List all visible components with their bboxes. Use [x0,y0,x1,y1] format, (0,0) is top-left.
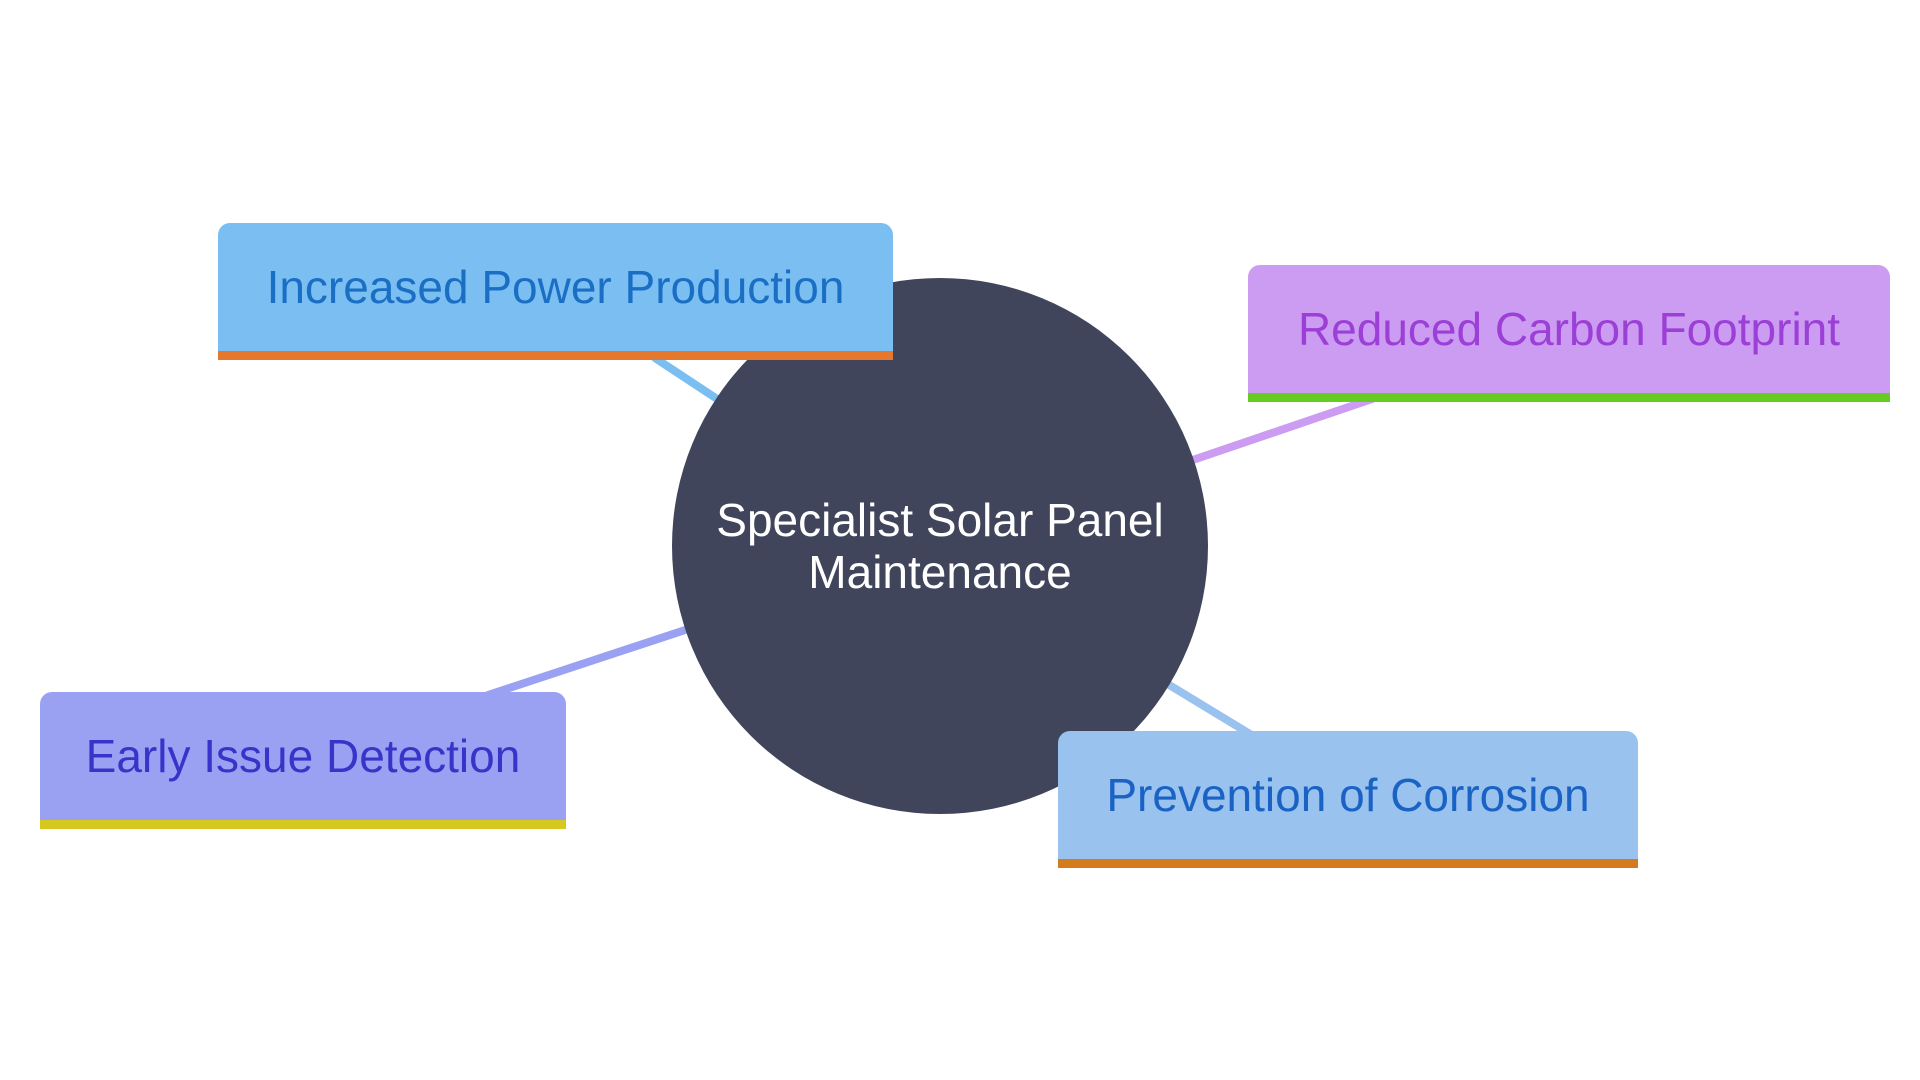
branch-label-power: Increased Power Production [266,261,845,313]
branch-node-corrosion: Prevention of Corrosion [1058,731,1638,868]
branch-label-early-issue: Early Issue Detection [85,730,521,782]
branch-node-power: Increased Power Production [218,223,893,360]
center-node: Specialist Solar Panel Maintenance [672,278,1208,814]
branch-label-corrosion: Prevention of Corrosion [1106,769,1590,821]
branch-node-early-issue: Early Issue Detection [40,692,566,829]
branch-label-carbon: Reduced Carbon Footprint [1297,303,1841,355]
branch-node-carbon: Reduced Carbon Footprint [1248,265,1890,402]
center-label: Specialist Solar Panel Maintenance [716,494,1164,598]
